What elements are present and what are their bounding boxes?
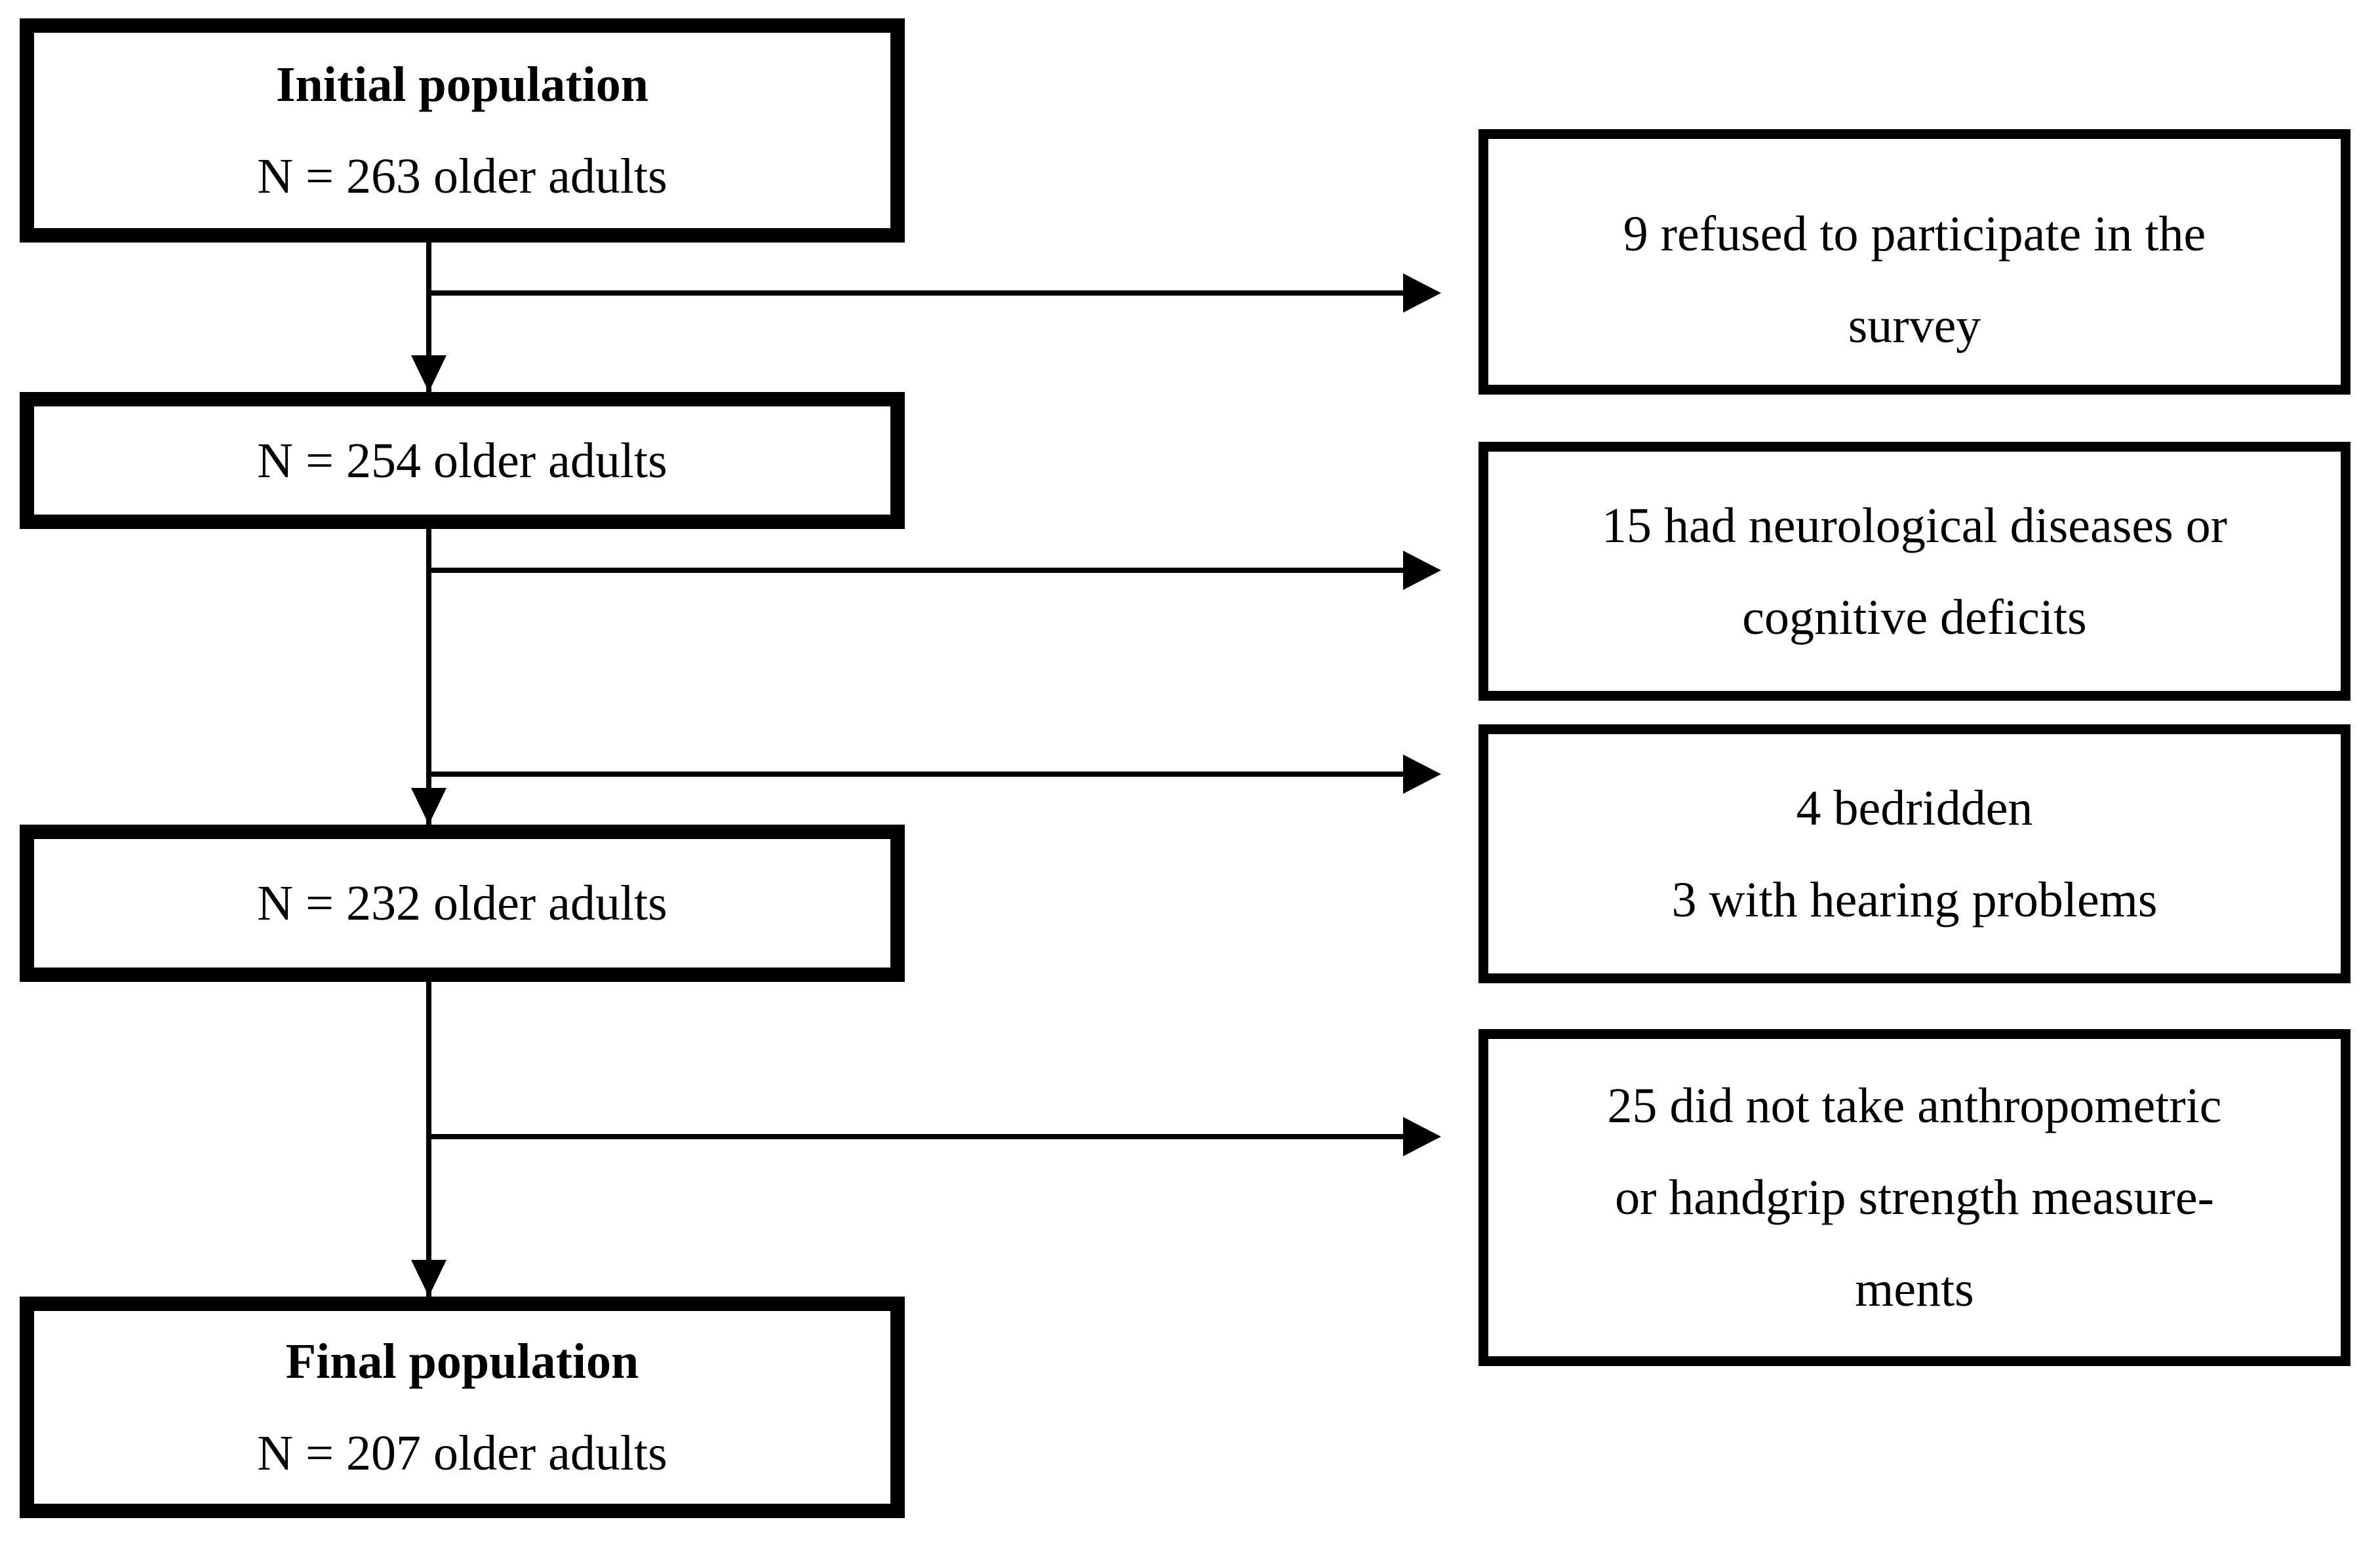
box-excluded-neurological: 15 had neurological diseases or cognitiv… <box>1478 442 2350 701</box>
final-population-title: Final population <box>285 1334 639 1389</box>
box-final-population: Final population N = 207 older adults <box>20 1297 905 1518</box>
excluded-hearing-line: 3 with hearing problems <box>1671 872 2158 928</box>
excluded-refused-line1: 9 refused to participate in the <box>1623 206 2206 262</box>
branch-line-bedridden <box>426 772 1403 777</box>
population-254-count: N = 254 older adults <box>257 433 667 488</box>
branch-line-measurements <box>426 1134 1403 1139</box>
box-initial-population: Initial population N = 263 older adults <box>20 18 905 243</box>
down-arrow-icon-2 <box>411 788 446 825</box>
connector-vertical-segment-3 <box>426 982 431 1297</box>
box-excluded-refused: 9 refused to participate in the survey <box>1478 129 2350 395</box>
branch-line-neurological <box>426 568 1403 573</box>
excluded-neurological-line2: cognitive deficits <box>1742 589 2087 645</box>
box-population-232: N = 232 older adults <box>20 825 905 982</box>
box-population-254: N = 254 older adults <box>20 392 905 529</box>
down-arrow-icon-3 <box>411 1260 446 1297</box>
right-arrow-icon-4 <box>1403 1117 1441 1156</box>
box-excluded-measurements: 25 did not take anthropometric or handgr… <box>1478 1029 2350 1366</box>
initial-population-title: Initial population <box>275 57 649 112</box>
excluded-measurements-line1: 25 did not take anthropometric <box>1607 1078 2222 1133</box>
excluded-refused-line2: survey <box>1848 298 1981 353</box>
connector-vertical-segment-2 <box>426 529 431 825</box>
excluded-measurements-line2: or handgrip strength measure- <box>1615 1170 2214 1225</box>
right-arrow-icon-2 <box>1403 551 1441 590</box>
right-arrow-icon-1 <box>1403 273 1441 313</box>
connector-vertical-segment-1 <box>426 243 431 392</box>
branch-line-refused <box>426 290 1403 296</box>
population-232-count: N = 232 older adults <box>257 876 667 931</box>
down-arrow-icon-1 <box>411 355 446 392</box>
initial-population-count: N = 263 older adults <box>257 149 667 204</box>
excluded-neurological-line1: 15 had neurological diseases or <box>1602 498 2227 553</box>
excluded-measurements-line3: ments <box>1855 1262 1974 1317</box>
right-arrow-icon-3 <box>1403 754 1441 794</box>
box-excluded-bedridden-hearing: 4 bedridden 3 with hearing problems <box>1478 724 2350 983</box>
final-population-count: N = 207 older adults <box>257 1426 667 1481</box>
excluded-bedridden-line: 4 bedridden <box>1796 780 2033 836</box>
